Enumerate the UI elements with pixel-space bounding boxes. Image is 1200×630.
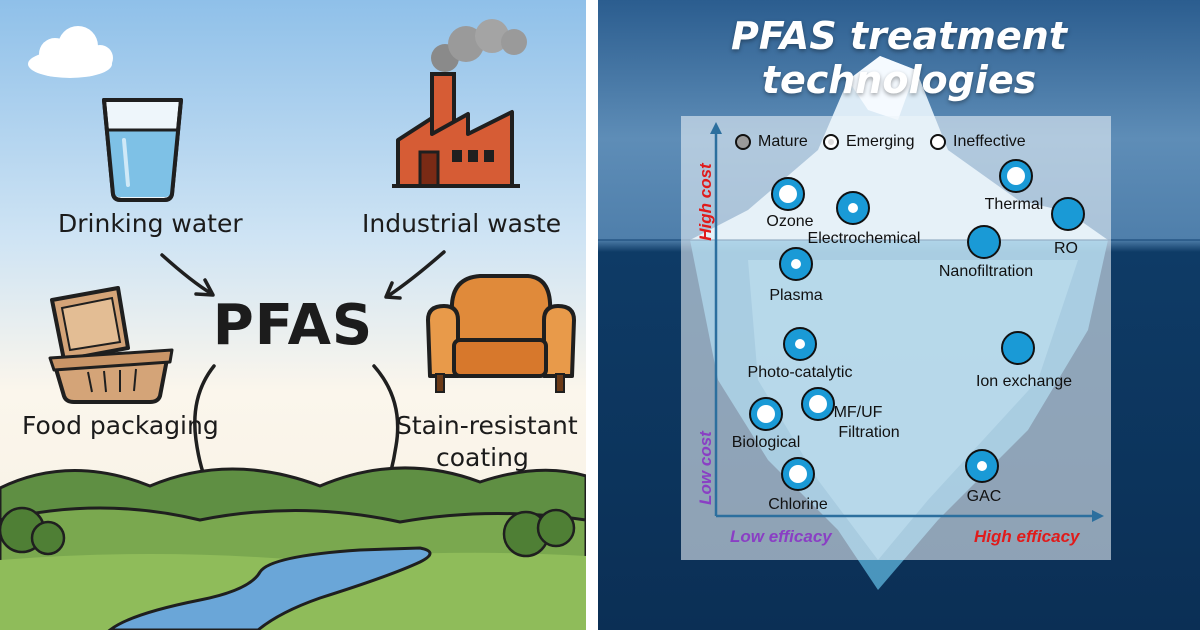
armchair-icon <box>426 274 576 393</box>
gac-label: GAC <box>966 488 1002 505</box>
high-efficacy-label: High efficacy <box>974 527 1080 546</box>
nanofiltration-label: Nanofiltration <box>938 263 1034 280</box>
plasma-marker <box>779 247 813 281</box>
ro-marker <box>1051 197 1085 231</box>
plasma-label: Plasma <box>769 287 823 304</box>
electrochemical-marker <box>836 191 870 225</box>
water-glass-icon <box>102 98 183 202</box>
thermal-marker <box>999 159 1033 193</box>
ozone-label: Ozone <box>766 213 814 230</box>
biological-marker <box>749 397 783 431</box>
chart-overlay-box <box>681 116 1111 560</box>
stain-resistant-label: Stain-resistant <box>396 411 578 440</box>
high-cost-label: High cost <box>696 163 715 241</box>
biological-label: Biological <box>731 434 801 451</box>
pfas-sources-illustration <box>0 19 586 630</box>
food-container-icon <box>48 286 174 404</box>
landscape <box>0 466 586 630</box>
food-packaging-label: Food packaging <box>22 411 219 440</box>
treatment-technologies-panel: PFAS treatment technologies Mature Emerg… <box>598 0 1200 630</box>
legend-markers <box>735 134 946 150</box>
industrial-waste-label: Industrial waste <box>362 209 562 238</box>
flow-arrows <box>160 250 446 498</box>
legend-ineffective: Ineffective <box>953 133 1026 150</box>
cloud-icon <box>28 26 113 78</box>
gac-marker <box>965 449 999 483</box>
ozone-marker <box>771 177 805 211</box>
pfas-sources-panel: Drinking water Industrial waste PFAS Foo… <box>0 0 586 630</box>
legend-emerging: Emerging <box>846 133 915 150</box>
drinking-water-label: Drinking water <box>58 209 243 238</box>
chlorine-marker <box>781 457 815 491</box>
mf-uf-marker <box>801 387 835 421</box>
nanofiltration-marker <box>967 225 1001 259</box>
iceberg-illustration <box>598 56 1200 590</box>
coating-label: coating <box>436 443 529 472</box>
low-cost-label: Low cost <box>696 431 715 505</box>
legend-mature: Mature <box>758 133 808 150</box>
factory-icon <box>392 19 527 188</box>
filtration-label: Filtration <box>838 424 900 441</box>
electrochemical-label: Electrochemical <box>807 230 921 247</box>
low-efficacy-label: Low efficacy <box>730 527 832 546</box>
mf-uf-label: MF/UF <box>833 404 883 421</box>
ion-exchange-marker <box>1001 331 1035 365</box>
thermal-label: Thermal <box>984 196 1044 213</box>
photo-catalytic-label: Photo-catalytic <box>747 364 853 381</box>
treatment-title: PFAS treatment technologies <box>731 14 1067 102</box>
ro-label: RO <box>1054 240 1078 257</box>
pfas-center-label: PFAS <box>212 293 374 358</box>
chart-axes <box>710 122 1104 522</box>
photo-catalytic-marker <box>783 327 817 361</box>
ion-exchange-label: Ion exchange <box>975 373 1073 390</box>
chlorine-label: Chlorine <box>768 496 828 513</box>
